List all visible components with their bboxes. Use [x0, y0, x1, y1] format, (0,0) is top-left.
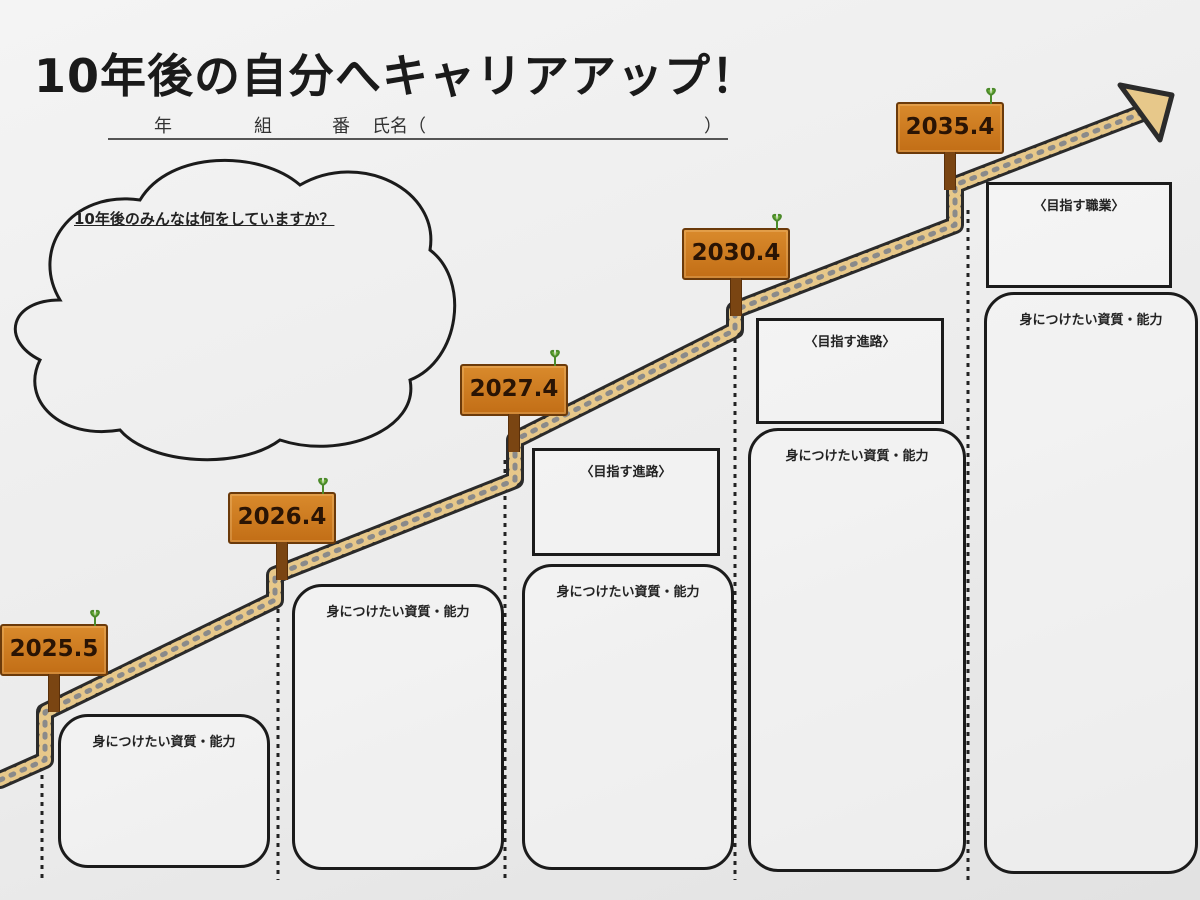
goal-box-2030[interactable]: 〈目指す進路〉	[756, 318, 944, 424]
skills-label: 身につけたい資質・能力	[785, 449, 929, 464]
name-label: 氏名（	[372, 116, 426, 137]
sign-post	[730, 278, 742, 316]
goal-label: 〈目指す進路〉	[580, 465, 672, 480]
class-label: 組	[254, 116, 272, 137]
year-label: 2026.4	[237, 504, 327, 530]
sprout-icon	[90, 609, 100, 626]
name-line: 年 組 番 氏名（ ）	[108, 112, 728, 140]
skills-label: 身につけたい資質・能力	[1019, 313, 1163, 328]
sprout-icon	[550, 349, 560, 366]
goal-box-2027[interactable]: 〈目指す進路〉	[532, 448, 720, 556]
skills-box-2030[interactable]: 身につけたい資質・能力	[748, 428, 966, 872]
sprout-icon	[986, 87, 996, 104]
skills-label: 身につけたい資質・能力	[92, 735, 236, 750]
skills-label: 身につけたい資質・能力	[556, 585, 700, 600]
sign-post	[508, 414, 520, 452]
year-label: 2035.4	[905, 114, 995, 140]
year-sign-2026: 2026.4	[228, 477, 336, 580]
year-sign-2027: 2027.4	[460, 349, 568, 452]
career-path	[0, 101, 1159, 789]
year-label: 2027.4	[469, 376, 559, 402]
year-label: 2030.4	[691, 240, 781, 266]
skills-box-2026[interactable]: 身につけたい資質・能力	[292, 584, 504, 870]
name-close: ）	[704, 116, 722, 137]
goal-box-2035[interactable]: 〈目指す職業〉	[986, 182, 1172, 288]
arrow-head	[1117, 82, 1175, 143]
number-label: 番	[332, 116, 350, 137]
year-label: 2025.5	[9, 636, 99, 662]
page-title: 10年後の自分へキャリアアップ！	[34, 49, 759, 103]
cloud-question: 10年後のみんなは何をしていますか？	[74, 210, 335, 228]
skills-box-2027[interactable]: 身につけたい資質・能力	[522, 564, 734, 870]
goal-label: 〈目指す職業〉	[1033, 199, 1125, 214]
sign-post	[48, 674, 60, 712]
skills-label: 身につけたい資質・能力	[326, 605, 470, 620]
year-sign-2035: 2035.4	[896, 87, 1004, 190]
year-sign-2030: 2030.4	[682, 213, 790, 316]
skills-box-2025[interactable]: 身につけたい資質・能力	[58, 714, 270, 868]
grade-label: 年	[154, 116, 172, 137]
sign-post	[276, 542, 288, 580]
sign-post	[944, 152, 956, 190]
thought-cloud	[13, 158, 457, 462]
skills-box-2035[interactable]: 身につけたい資質・能力	[984, 292, 1198, 874]
sprout-icon	[318, 477, 328, 494]
year-sign-2025: 2025.5	[0, 609, 108, 712]
sprout-icon	[772, 213, 782, 230]
goal-label: 〈目指す進路〉	[804, 335, 896, 350]
